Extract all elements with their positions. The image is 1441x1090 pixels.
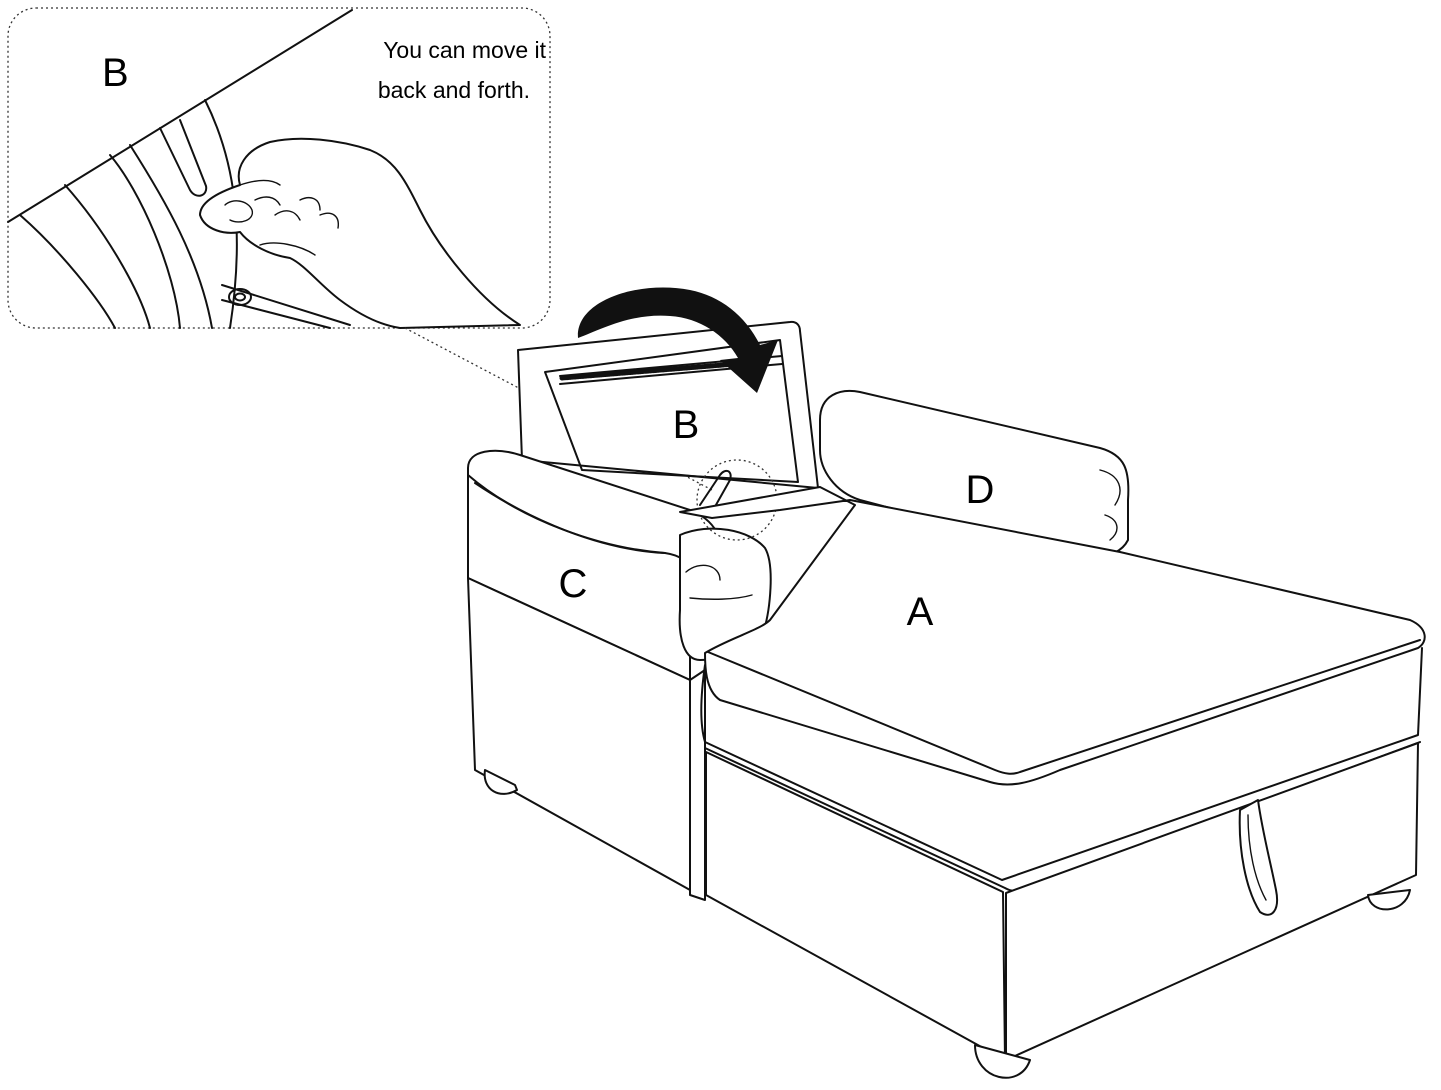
inset-caption-line1: You can move it [383,37,546,63]
inset-frame-bar [110,155,180,328]
detail-inset: B You can move it back and forth. [8,8,550,328]
inset-bolt-center [235,294,245,301]
sofa-bed [468,287,1425,1077]
sofa-base [706,743,1418,1078]
inset-label: B [102,51,129,95]
label-b: B [673,403,700,447]
hand-icon [200,139,520,328]
inset-caption-line2: back and forth. [378,77,530,103]
inset-frame-bar [65,185,150,328]
label-c: C [559,562,588,606]
label-a: A [907,590,934,634]
label-d: D [966,468,995,512]
inset-slot [160,120,206,196]
